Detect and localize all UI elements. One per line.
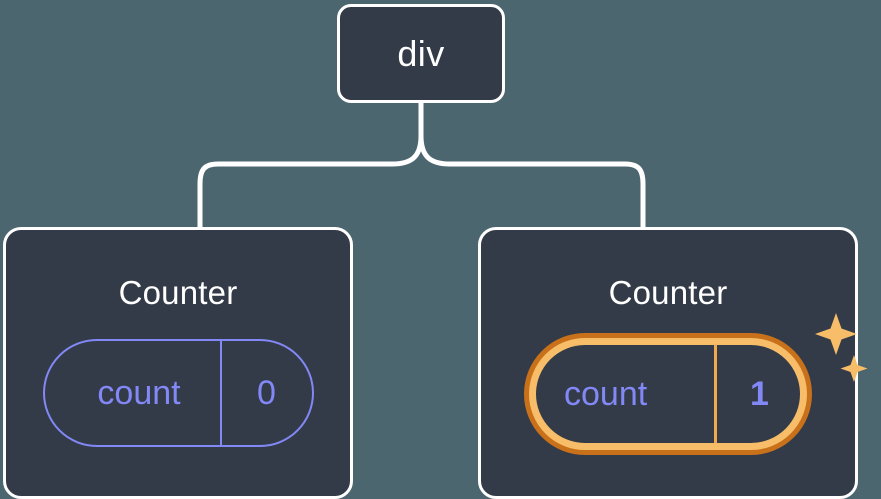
node-counter-right-title: Counter xyxy=(608,274,728,311)
connector-to-left-child xyxy=(197,133,424,231)
state-pill-left-wrapper: count 0 xyxy=(42,339,314,447)
sparkle-large-icon xyxy=(815,313,857,355)
state-pill-left[interactable]: count 0 xyxy=(42,339,314,447)
state-pill-right-wrapper: count 1 xyxy=(524,313,868,455)
state-key-right: count xyxy=(564,375,648,413)
node-div-label: div xyxy=(397,32,445,74)
node-counter-left[interactable]: Counter count 0 xyxy=(3,227,353,499)
connector-to-right-child xyxy=(418,133,646,231)
state-value-right: 1 xyxy=(714,345,800,443)
node-counter-left-title: Counter xyxy=(118,274,238,311)
state-value-left: 0 xyxy=(219,341,312,445)
node-div[interactable]: div xyxy=(337,4,505,103)
node-counter-right[interactable]: Counter count 1 xyxy=(478,227,868,499)
state-key-left: count xyxy=(97,374,181,412)
state-pill-right[interactable]: count 1 xyxy=(536,345,800,443)
highlight-ring-inner xyxy=(529,338,807,450)
